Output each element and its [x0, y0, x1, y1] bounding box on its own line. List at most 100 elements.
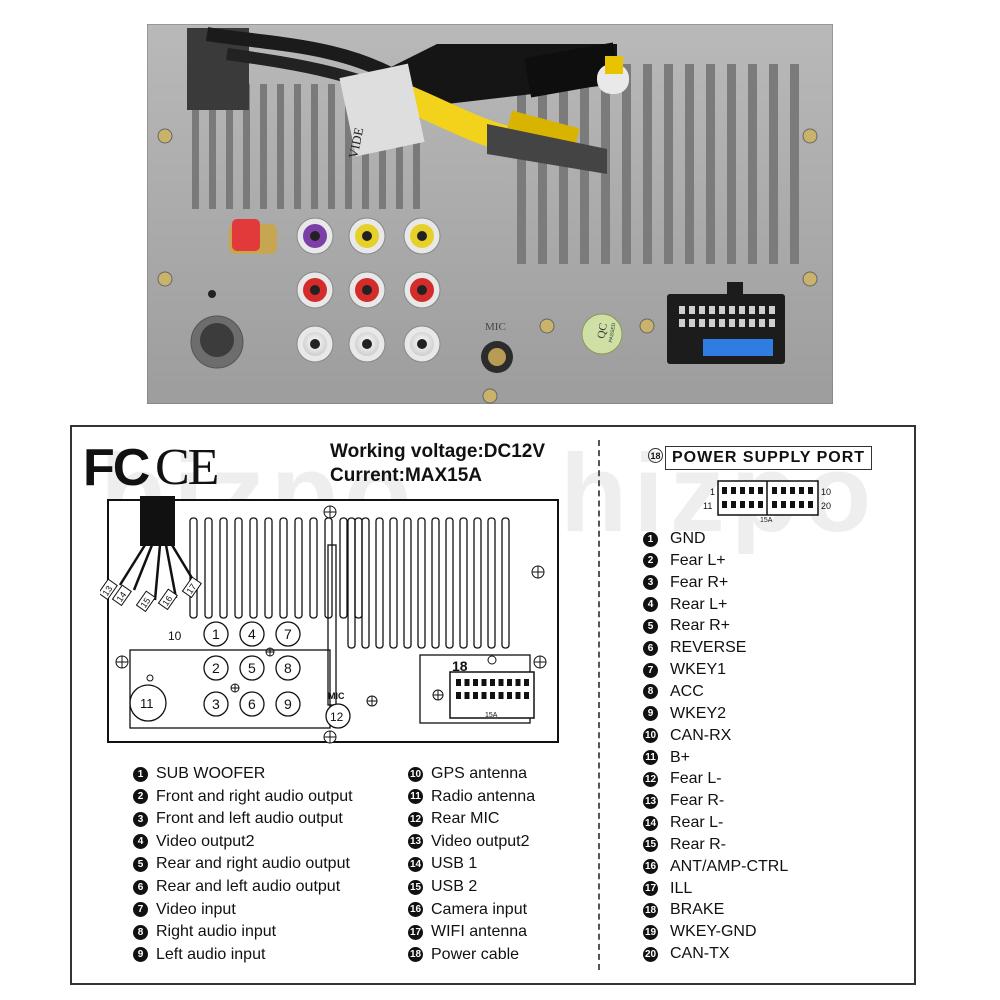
number-badge: 15 [408, 879, 423, 895]
pin-number-badge: 18 [643, 902, 658, 918]
legend-label: WIFI antenna [431, 923, 528, 941]
jack-1: 1 [203, 621, 229, 647]
rca-jacks [296, 217, 441, 363]
pin-label: GND [670, 530, 706, 547]
jack-12: 12 [325, 703, 351, 729]
legend-label: Front and right audio output [156, 787, 353, 805]
pin-number-badge: 10 [643, 728, 658, 744]
pin-1-marker: 1 [710, 487, 715, 497]
number-badge: 4 [133, 834, 148, 850]
power-pin-15: 15 Rear R- [643, 834, 726, 856]
number-badge: 16 [408, 902, 423, 918]
working-voltage: Working voltage:DC12V [330, 441, 546, 462]
pin-label: CAN-TX [670, 945, 730, 963]
legend-item-4: 4 Video output2 [133, 831, 254, 853]
legend-label: Left audio input [156, 945, 266, 963]
legend-label: Rear and right audio output [156, 855, 350, 873]
power-supply-socket [667, 282, 785, 364]
svg-text:6: 6 [248, 696, 256, 712]
svg-text:PASSED: PASSED [608, 322, 617, 343]
pin-label: Fear R+ [670, 573, 729, 591]
power-pin-6: 6 REVERSE [643, 637, 746, 659]
legend-item-17: 17 WIFI antenna [408, 921, 527, 943]
svg-text:9: 9 [284, 696, 292, 712]
svg-text:8: 8 [284, 660, 292, 676]
svg-text:13: 13 [100, 584, 114, 598]
legend-label: USB 1 [431, 855, 478, 873]
rear-panel-photo: VIDE MIC QC PASSED [147, 24, 833, 404]
legend-label: SUB WOOFER [156, 765, 266, 782]
legend-label: Video output2 [431, 832, 530, 850]
jack-4: 4 [239, 621, 265, 647]
connector-18-label: 18 [452, 658, 468, 674]
number-badge: 8 [133, 924, 148, 940]
legend-label: Video output2 [156, 832, 255, 850]
svg-text:1: 1 [212, 626, 220, 642]
jack-2: 2 [203, 655, 229, 681]
pin-number-badge: 15 [643, 837, 658, 853]
legend-label: Rear MIC [431, 810, 500, 828]
pin-label: WKEY1 [670, 661, 727, 679]
pin-number-badge: 12 [643, 771, 658, 787]
cable-tag-15: 15 [135, 590, 156, 613]
power-port-title: POWER SUPPLY PORT [665, 446, 873, 470]
number-badge: 12 [408, 811, 423, 827]
pin-10-marker: 10 [821, 487, 831, 497]
number-badge: 5 [133, 856, 148, 872]
pin-number-badge: 6 [643, 640, 658, 656]
legend-item-5: 5 Rear and right audio output [133, 853, 350, 875]
pin-number-badge: 9 [643, 706, 658, 722]
jack-10: 10 [168, 629, 182, 643]
pin-number-badge: 4 [643, 597, 658, 613]
power-pin-4: 4 Rear L+ [643, 594, 727, 616]
number-badge: 10 [408, 766, 423, 782]
legend-item-12: 12 Rear MIC [408, 808, 499, 830]
qc-sticker: QC PASSED [581, 313, 623, 355]
legend-item-3: 3 Front and left audio output [133, 808, 343, 830]
legend-item-13: 13 Video output2 [408, 831, 529, 853]
pin-number-badge: 2 [643, 553, 658, 569]
pin-label: Fear R- [670, 792, 725, 810]
pin-label: WKEY-GND [670, 923, 757, 941]
number-badge: 3 [133, 811, 148, 827]
number-badge: 9 [133, 947, 148, 963]
pin-label: Rear L+ [670, 595, 728, 613]
number-badge: 17 [408, 924, 423, 940]
svg-text:7: 7 [284, 626, 292, 642]
number-badge: 2 [133, 789, 148, 805]
legend-label: Front and left audio output [156, 810, 343, 828]
pin-number-badge: 13 [643, 793, 658, 809]
number-badge: 6 [133, 879, 148, 895]
legend-label: Rear and left audio output [156, 878, 341, 895]
pin-label: Rear R- [670, 835, 727, 853]
pin-label: BRAKE [670, 901, 725, 919]
power-port-number: 18 [648, 448, 663, 463]
pin-label: ANT/AMP-CTRL [670, 857, 789, 875]
cable-tag-13: 13 [100, 578, 118, 601]
number-badge: 1 [133, 766, 148, 782]
cable-tag-17: 17 [181, 576, 202, 599]
pin-label: REVERSE [670, 639, 747, 657]
fcc-logo: FC [83, 439, 150, 497]
pin-number-badge: 5 [643, 618, 658, 634]
legend-label: Power cable [431, 945, 520, 963]
power-pin-18: 18 BRAKE [643, 899, 724, 921]
cable-label: VIDE [345, 126, 366, 160]
pin-11-marker: 11 [703, 501, 712, 511]
svg-text:QC: QC [595, 322, 609, 339]
number-badge: 13 [408, 834, 423, 850]
